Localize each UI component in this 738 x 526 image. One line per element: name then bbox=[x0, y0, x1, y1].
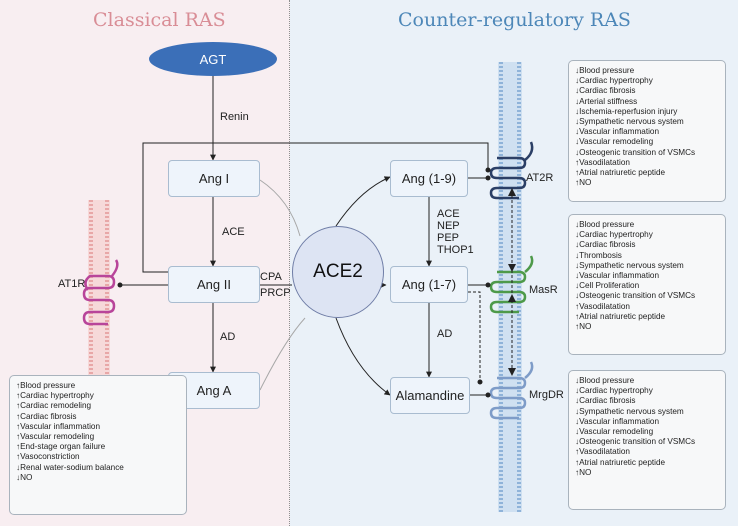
masr-effect-item: ↑Atrial natriuretic peptide bbox=[575, 311, 666, 321]
ang17-to-mrgdr-dashed bbox=[468, 291, 481, 380]
at1r-effect-item: ↑Vasoconstriction bbox=[16, 452, 80, 462]
at2r-effect-item: ↑Vasodilatation bbox=[575, 157, 630, 167]
mrgdr-effect-item: ↑Vasodilatation bbox=[575, 447, 630, 457]
at2r-effect-item: ↓Osteogenic transition of VSMCs bbox=[575, 147, 696, 157]
at2r-effects-list: ↓Blood pressure↓Cardiac hypertrophy↓Card… bbox=[575, 66, 719, 188]
at2r-effect-item: ↓Ischemia-reperfusion injury bbox=[575, 106, 678, 116]
at2r-effect-item: ↓Blood pressure bbox=[575, 66, 635, 75]
at1r-receptor bbox=[82, 259, 119, 326]
counter-regulatory-ras-title: Counter-regulatory RAS bbox=[398, 9, 631, 31]
at1r-effect-item: ↑Cardiac remodeling bbox=[16, 401, 92, 411]
masr-effect-item: ↓Thrombosis bbox=[575, 250, 622, 260]
mrgdr-effects-list: ↓Blood pressure↓Cardiac hypertrophy↓Card… bbox=[575, 376, 719, 478]
masr-effect-item: ↓Vascular inflammation bbox=[575, 271, 660, 281]
at1r-effect-item: ↑Vascular inflammation bbox=[16, 421, 101, 431]
ace2-to-ang19-arrow bbox=[335, 176, 391, 227]
masr-effects-list: ↓Blood pressure↓Cardiac hypertrophy↓Card… bbox=[575, 220, 719, 332]
at2r-effect-item: ↓Sympathetic nervous system bbox=[575, 117, 684, 127]
masr-receptor bbox=[489, 255, 534, 314]
ace-group-label: ACE bbox=[437, 208, 460, 220]
at1r-effect-item: ↑Cardiac hypertrophy bbox=[16, 391, 94, 401]
at2r-effect-item: ↑Atrial natriuretic peptide bbox=[575, 168, 666, 178]
mrgdr-label: MrgDR bbox=[529, 389, 564, 401]
classical-ras-title: Classical RAS bbox=[93, 9, 226, 31]
masr-effect-item: ↓Blood pressure bbox=[575, 220, 635, 229]
mrgdr-effects-box: ↓Blood pressure↓Cardiac hypertrophy↓Card… bbox=[568, 370, 726, 510]
ang2-to-at2r-line bbox=[142, 142, 489, 273]
masr-effect-item: ↓Osteogenic transition of VSMCs bbox=[575, 291, 696, 301]
ang17-node: Ang (1-7) bbox=[390, 266, 468, 303]
ad-right-label: AD bbox=[437, 328, 453, 340]
thop1-label: THOP1 bbox=[437, 244, 474, 256]
at1r-effects-box: ↑Blood pressure↑Cardiac hypertrophy↑Card… bbox=[9, 375, 187, 515]
mrgdr-effect-item: ↓Blood pressure bbox=[575, 376, 635, 385]
ad-left-label: AD bbox=[220, 331, 236, 343]
alamandine-node: Alamandine bbox=[390, 377, 470, 414]
masr-effect-item: ↓Sympathetic nervous system bbox=[575, 260, 684, 270]
mrgdr-effect-item: ↓Cardiac hypertrophy bbox=[575, 386, 653, 396]
anga-to-ace2-curve bbox=[259, 317, 306, 391]
mrgdr-receptor bbox=[489, 361, 534, 420]
ang2-node: Ang II bbox=[168, 266, 260, 303]
at1r-effect-item: ↑Blood pressure bbox=[16, 381, 76, 390]
at2r-receptor bbox=[489, 141, 534, 200]
ace-label: ACE bbox=[222, 226, 245, 238]
masr-effect-item: ↓Cardiac fibrosis bbox=[575, 240, 636, 250]
at2r-effect-item: ↓Vascular inflammation bbox=[575, 127, 660, 137]
at2r-label: AT2R bbox=[526, 172, 554, 184]
mrgdr-effect-item: ↑NO bbox=[575, 467, 592, 477]
mrgdr-effect-item: ↓Osteogenic transition of VSMCs bbox=[575, 437, 696, 447]
at2r-effect-item: ↑NO bbox=[575, 178, 592, 188]
ang1-node: Ang I bbox=[168, 160, 260, 197]
masr-effect-item: ↑Vasodilatation bbox=[575, 301, 630, 311]
panel-divider bbox=[289, 0, 290, 526]
at1r-effect-item: ↑Vascular remodeling bbox=[16, 432, 95, 442]
masr-effect-item: ↓Cell Proliferation bbox=[575, 281, 640, 291]
mrgdr-effect-item: ↑Atrial natriuretic peptide bbox=[575, 457, 666, 467]
masr-label: MasR bbox=[529, 284, 558, 296]
ace2-node: ACE2 bbox=[292, 226, 384, 318]
mrgdr-effect-item: ↓Vascular inflammation bbox=[575, 416, 660, 426]
at2r-effect-item: ↓Cardiac fibrosis bbox=[575, 86, 636, 96]
at2r-effects-box: ↓Blood pressure↓Cardiac hypertrophy↓Card… bbox=[568, 60, 726, 202]
renin-label: Renin bbox=[220, 111, 249, 123]
at1r-effect-item: ↑Cardiac fibrosis bbox=[16, 411, 77, 421]
at1r-label: AT1R bbox=[58, 278, 86, 290]
nep-label: NEP bbox=[437, 220, 460, 232]
cpa-label: CPA bbox=[260, 271, 282, 283]
at1r-effect-item: ↓Renal water-sodium balance bbox=[16, 462, 124, 472]
masr-effect-item: ↓Cardiac hypertrophy bbox=[575, 230, 653, 240]
at1r-effects-list: ↑Blood pressure↑Cardiac hypertrophy↑Card… bbox=[16, 381, 180, 483]
masr-effect-item: ↑NO bbox=[575, 322, 592, 332]
mrgdr-effect-item: ↓Sympathetic nervous system bbox=[575, 406, 684, 416]
ang1-to-ace2-curve bbox=[259, 179, 301, 237]
at1r-effect-item: ↑End-stage organ failure bbox=[16, 442, 106, 452]
masr-effects-box: ↓Blood pressure↓Cardiac hypertrophy↓Card… bbox=[568, 214, 726, 355]
mrgdr-effect-item: ↓Cardiac fibrosis bbox=[575, 396, 636, 406]
at1r-effect-item: ↓NO bbox=[16, 472, 33, 482]
agt-node: AGT bbox=[149, 42, 277, 76]
at2r-effect-item: ↓Vascular remodeling bbox=[575, 137, 654, 147]
ace2-to-alamandine-arrow bbox=[335, 317, 391, 396]
pep-label: PEP bbox=[437, 232, 460, 244]
membrane-right bbox=[498, 62, 522, 512]
ang19-node: Ang (1-9) bbox=[390, 160, 468, 197]
ace-group-labels: ACE NEP PEP THOP1 bbox=[437, 208, 474, 256]
at2r-effect-item: ↓Arterial stiffness bbox=[575, 96, 638, 106]
at2r-effect-item: ↓Cardiac hypertrophy bbox=[575, 76, 653, 86]
prcp-label: PRCP bbox=[260, 287, 291, 299]
mrgdr-effect-item: ↓Vascular remodeling bbox=[575, 427, 654, 437]
